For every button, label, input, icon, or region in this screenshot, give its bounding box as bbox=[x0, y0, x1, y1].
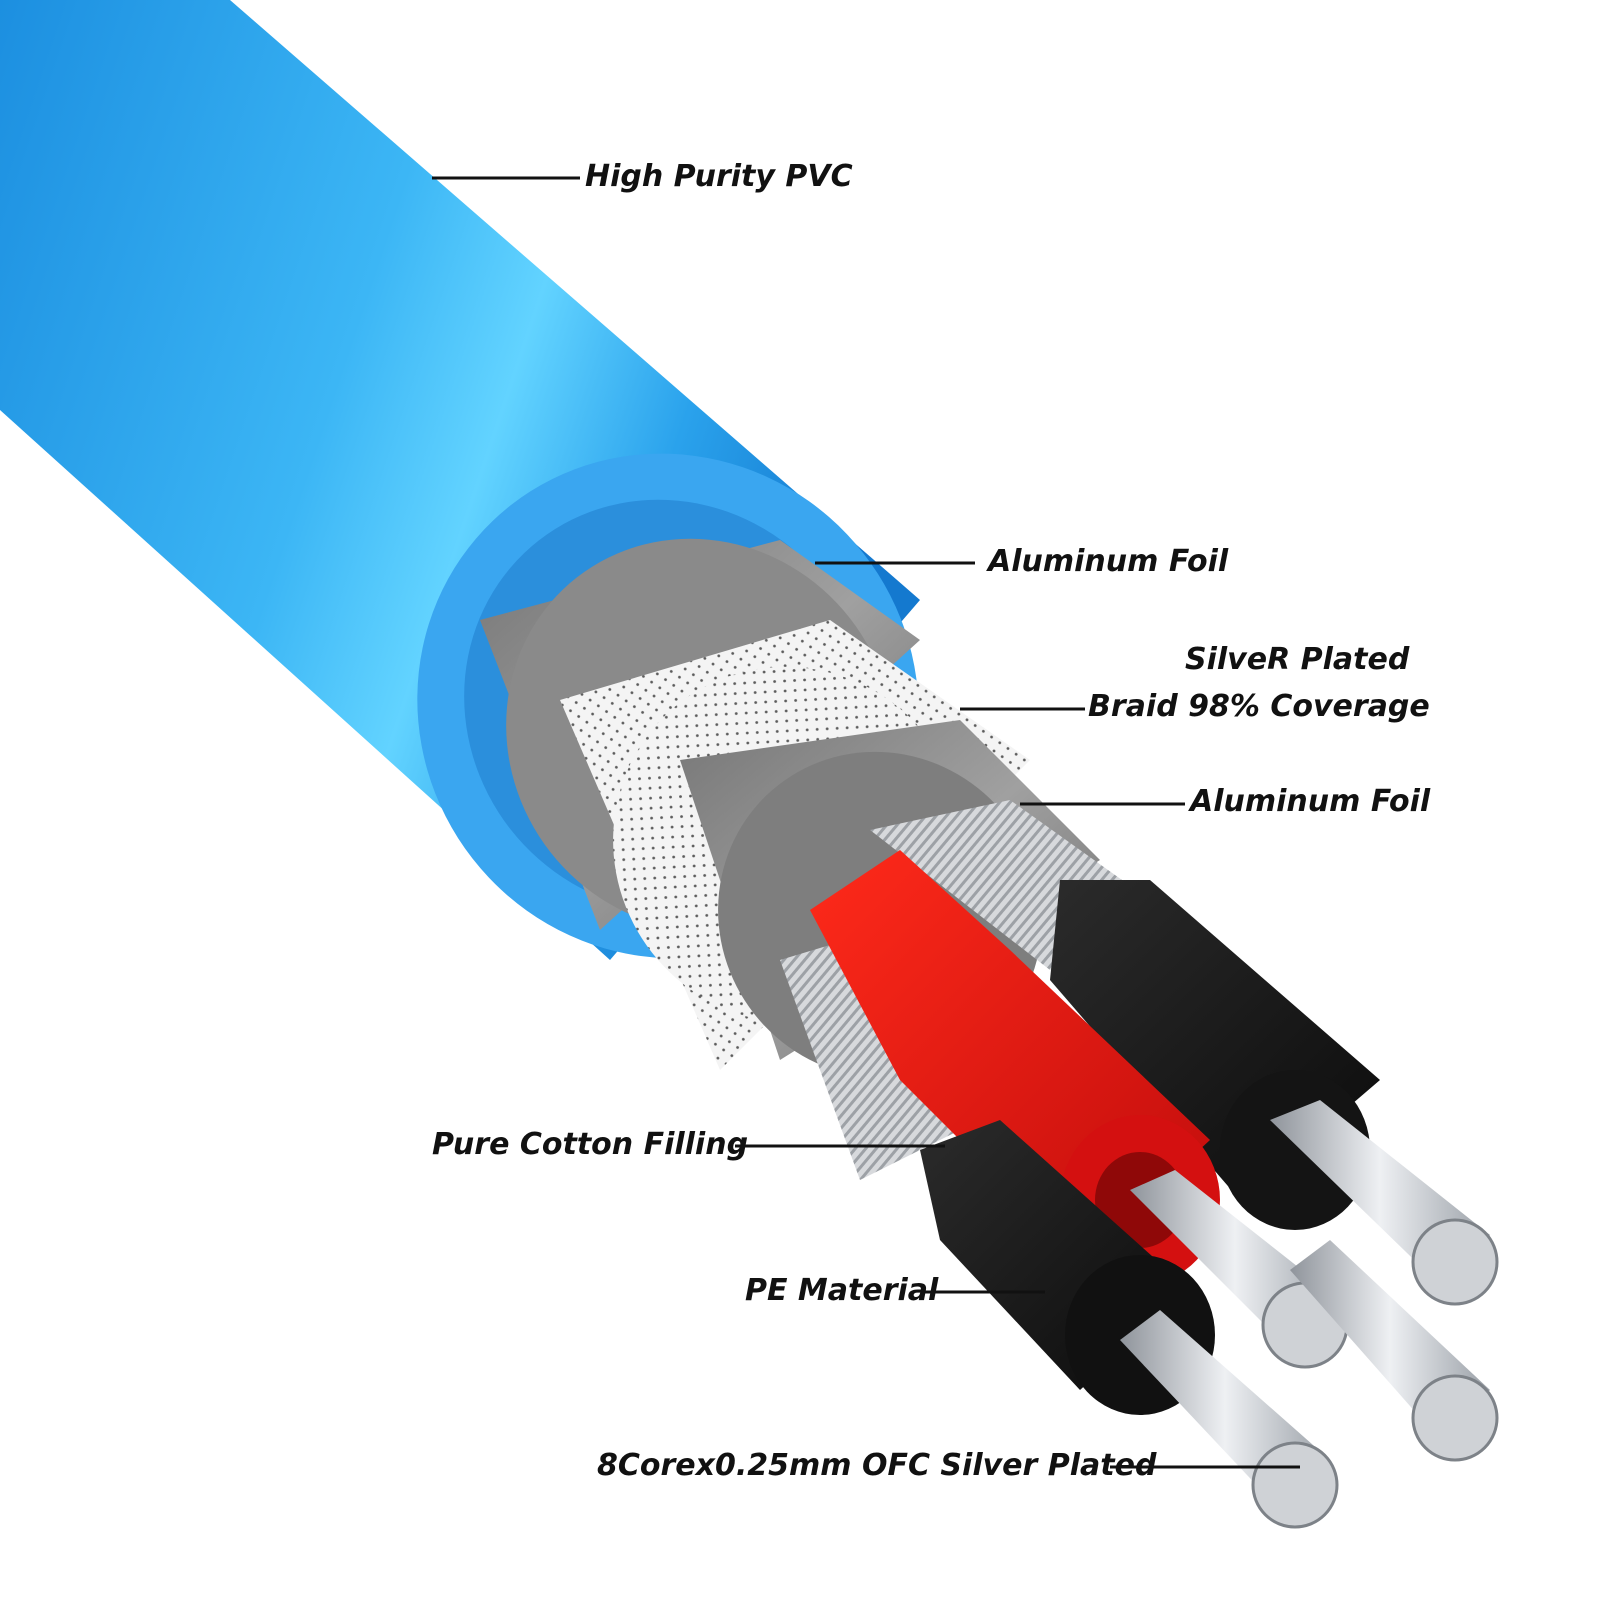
label-aluminum-foil-inner: Aluminum Foil bbox=[1190, 784, 1431, 819]
label-pe-material: PE Material bbox=[745, 1273, 939, 1308]
label-conductor-spec: 8Corex0.25mm OFC Silver Plated bbox=[597, 1448, 1157, 1483]
label-braid-coverage: Braid 98% Coverage bbox=[1088, 689, 1430, 724]
leader-lines bbox=[432, 176, 1300, 1469]
label-high-purity-pvc: High Purity PVC bbox=[585, 159, 853, 194]
label-aluminum-foil-outer: Aluminum Foil bbox=[988, 544, 1229, 579]
label-pure-cotton-filling: Pure Cotton Filling bbox=[432, 1127, 749, 1162]
conductor-strands bbox=[1120, 1100, 1499, 1529]
label-silver-plated: SilveR Plated bbox=[1185, 642, 1410, 677]
